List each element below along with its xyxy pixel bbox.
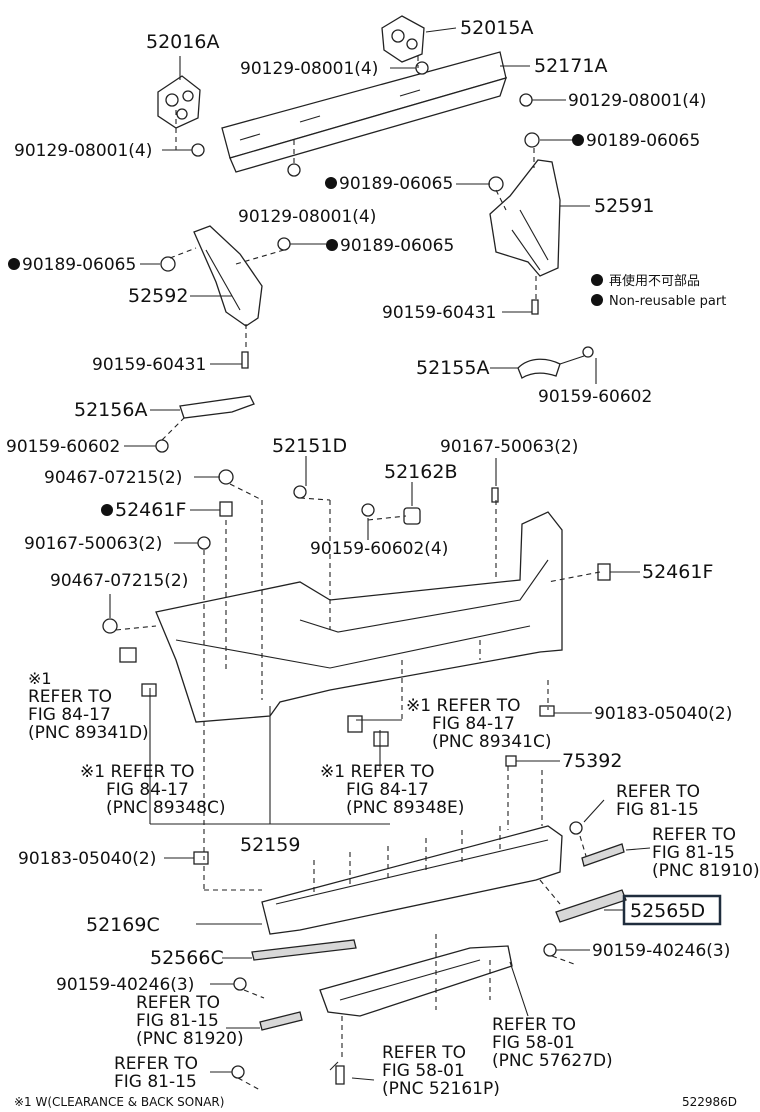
label-52155A: 52155A [416,357,489,379]
label-52565D: 52565D [630,900,705,922]
bumper-cover-52159-drawing [155,511,563,723]
cap-52162B-drawing [403,507,421,525]
label-52592: 52592 [128,285,188,307]
reinforcement-52171A-drawing [221,51,508,173]
ref1-line1: REFER TO [28,687,112,707]
label-90159-60431-a: 90159-60431 [382,303,496,323]
ref9-line1: REFER TO [114,1054,198,1074]
ref4-line1: ※1 REFER TO [320,762,435,782]
label-52169C: 52169C [86,914,160,936]
ref8-line3: (PNC 57627D) [492,1051,613,1071]
nonreusable-dots [8,134,603,516]
ref8-line1: REFER TO [492,1015,576,1035]
label-90467-07215-a: 90467-07215(2) [44,468,182,488]
ref7-line2: FIG 81-15 [136,1011,219,1031]
bracket-52156A-drawing [179,395,255,419]
sensor-holder-icons [119,647,555,865]
label-75392: 75392 [562,750,622,772]
diagram-id: 522986D [682,1095,737,1109]
bracket-52015A-drawing [381,15,425,63]
label-90129-08001-d: 90129-08001(4) [238,207,376,227]
footnote: ※1 W(CLEARANCE & BACK SONAR) [14,1095,224,1109]
leader-lines [109,27,651,1081]
spoiler-52169C-drawing [261,825,563,935]
undercover-drawing [319,945,513,1017]
ref6-line2: FIG 81-15 [652,843,735,863]
ref6-line1: REFER TO [652,825,736,845]
ref6-line3: (PNC 81910) [652,861,760,881]
ref8-line2: FIG 58-01 [492,1033,575,1053]
label-52461F-a: 52461F [115,499,186,521]
ref3-line1: ※1 REFER TO [80,762,195,782]
ref2-line2: FIG 84-17 [432,714,515,734]
label-90159-40246-a: 90159-40246(3) [56,975,194,995]
ref1-line2: FIG 84-17 [28,705,111,725]
screw-icons [241,299,539,1085]
ref1-mark: ※1 [28,669,52,688]
label-52162B: 52162B [384,461,457,483]
label-90467-07215-b: 90467-07215(2) [50,571,188,591]
ref7-line1: REFER TO [136,993,220,1013]
ref5-line1: REFER TO [616,782,700,802]
label-90167-50063-b: 90167-50063(2) [24,534,162,554]
bracket-52016A-drawing [157,75,201,129]
retainer-52591-drawing [489,159,561,277]
label-90189-06065-d: 90189-06065 [22,255,136,275]
highlight-box-52565D [622,894,722,926]
ref4-line3: (PNC 89348E) [346,798,464,818]
ref1-line3: (PNC 89341D) [28,723,149,743]
label-90159-40246-b: 90159-40246(3) [592,941,730,961]
label-52151D: 52151D [272,435,347,457]
label-90159-60431-b: 90159-60431 [92,355,206,375]
label-52015A: 52015A [460,17,533,39]
ref4-line2: FIG 84-17 [346,780,429,800]
legend-nonreusable-en: Non-reusable part [609,294,726,309]
label-90183-05040-a: 90183-05040(2) [594,704,732,724]
label-52461F-b: 52461F [642,561,713,583]
label-90189-06065-a: 90189-06065 [586,131,700,151]
label-90189-06065-c: 90189-06065 [340,236,454,256]
label-52016A: 52016A [146,31,219,53]
ref3-line3: (PNC 89348C) [106,798,225,818]
label-52171A: 52171A [534,55,607,77]
ref10-line1: REFER TO [382,1043,466,1063]
label-90189-06065-b: 90189-06065 [339,174,453,194]
label-90159-60602-b: 90159-60602 [6,437,120,457]
label-90183-05040-b: 90183-05040(2) [18,849,156,869]
ref5-line2: FIG 81-15 [616,800,699,820]
label-90129-08001-a: 90129-08001(4) [240,59,378,79]
label-90129-08001-b: 90129-08001(4) [568,91,706,111]
label-52566C: 52566C [150,947,224,969]
ref7-line3: (PNC 81920) [136,1029,244,1049]
label-52591: 52591 [594,195,654,217]
ref10-line2: FIG 58-01 [382,1061,465,1081]
label-52159: 52159 [240,834,300,856]
label-90159-60602-a: 90159-60602 [538,387,652,407]
pad-52461F-left-drawing [219,501,233,517]
retainer-52592-drawing [193,225,263,327]
reflector-strips [251,843,627,1031]
label-52156A: 52156A [74,399,147,421]
label-90129-08001-c: 90129-08001(4) [14,141,152,161]
legend-nonreusable-jp: 再使用不可部品 [609,273,700,289]
ref3-line2: FIG 84-17 [106,780,189,800]
label-90159-60602-c: 90159-60602(4) [310,539,448,559]
label-90167-50063-a: 90167-50063(2) [440,437,578,457]
assembly-dash-lines [115,56,601,1091]
ref10-line3: (PNC 52161P) [382,1079,500,1099]
seal-52155A-drawing [517,358,561,379]
ref2-line1: ※1 REFER TO [406,696,521,716]
ref9-line2: FIG 81-15 [114,1072,197,1092]
ref2-line3: (PNC 89341C) [432,732,551,752]
